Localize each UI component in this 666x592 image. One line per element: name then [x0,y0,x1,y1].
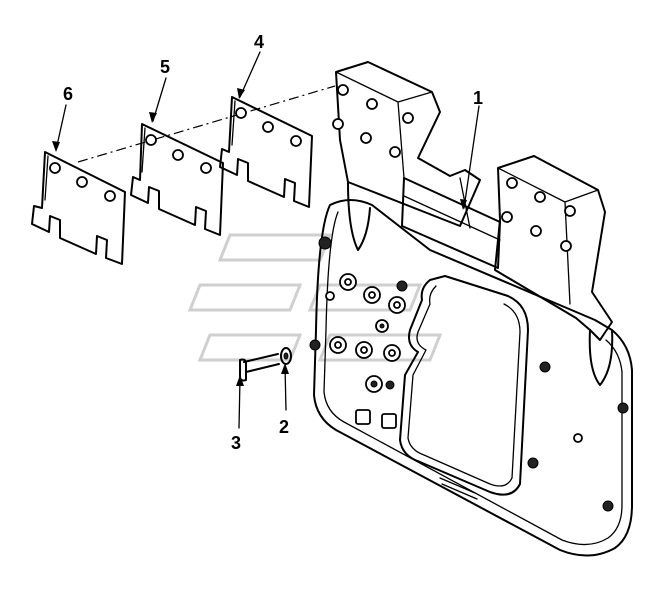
callout-label-6: 6 [63,84,73,104]
callout-label-5: 5 [160,57,170,77]
bolt [239,353,280,382]
callout-leaders [52,51,480,429]
callout-label-4: 4 [254,32,264,52]
callout-label-2: 2 [279,417,289,437]
alignment-line [77,85,336,163]
callout-label-3: 3 [231,433,241,453]
bracket-assembly [309,61,633,557]
washer [280,347,292,365]
callout-label-1: 1 [473,88,483,108]
shim-plate-5 [130,123,224,236]
shim-plate-6 [31,151,126,265]
shim-plate-4 [219,96,313,208]
